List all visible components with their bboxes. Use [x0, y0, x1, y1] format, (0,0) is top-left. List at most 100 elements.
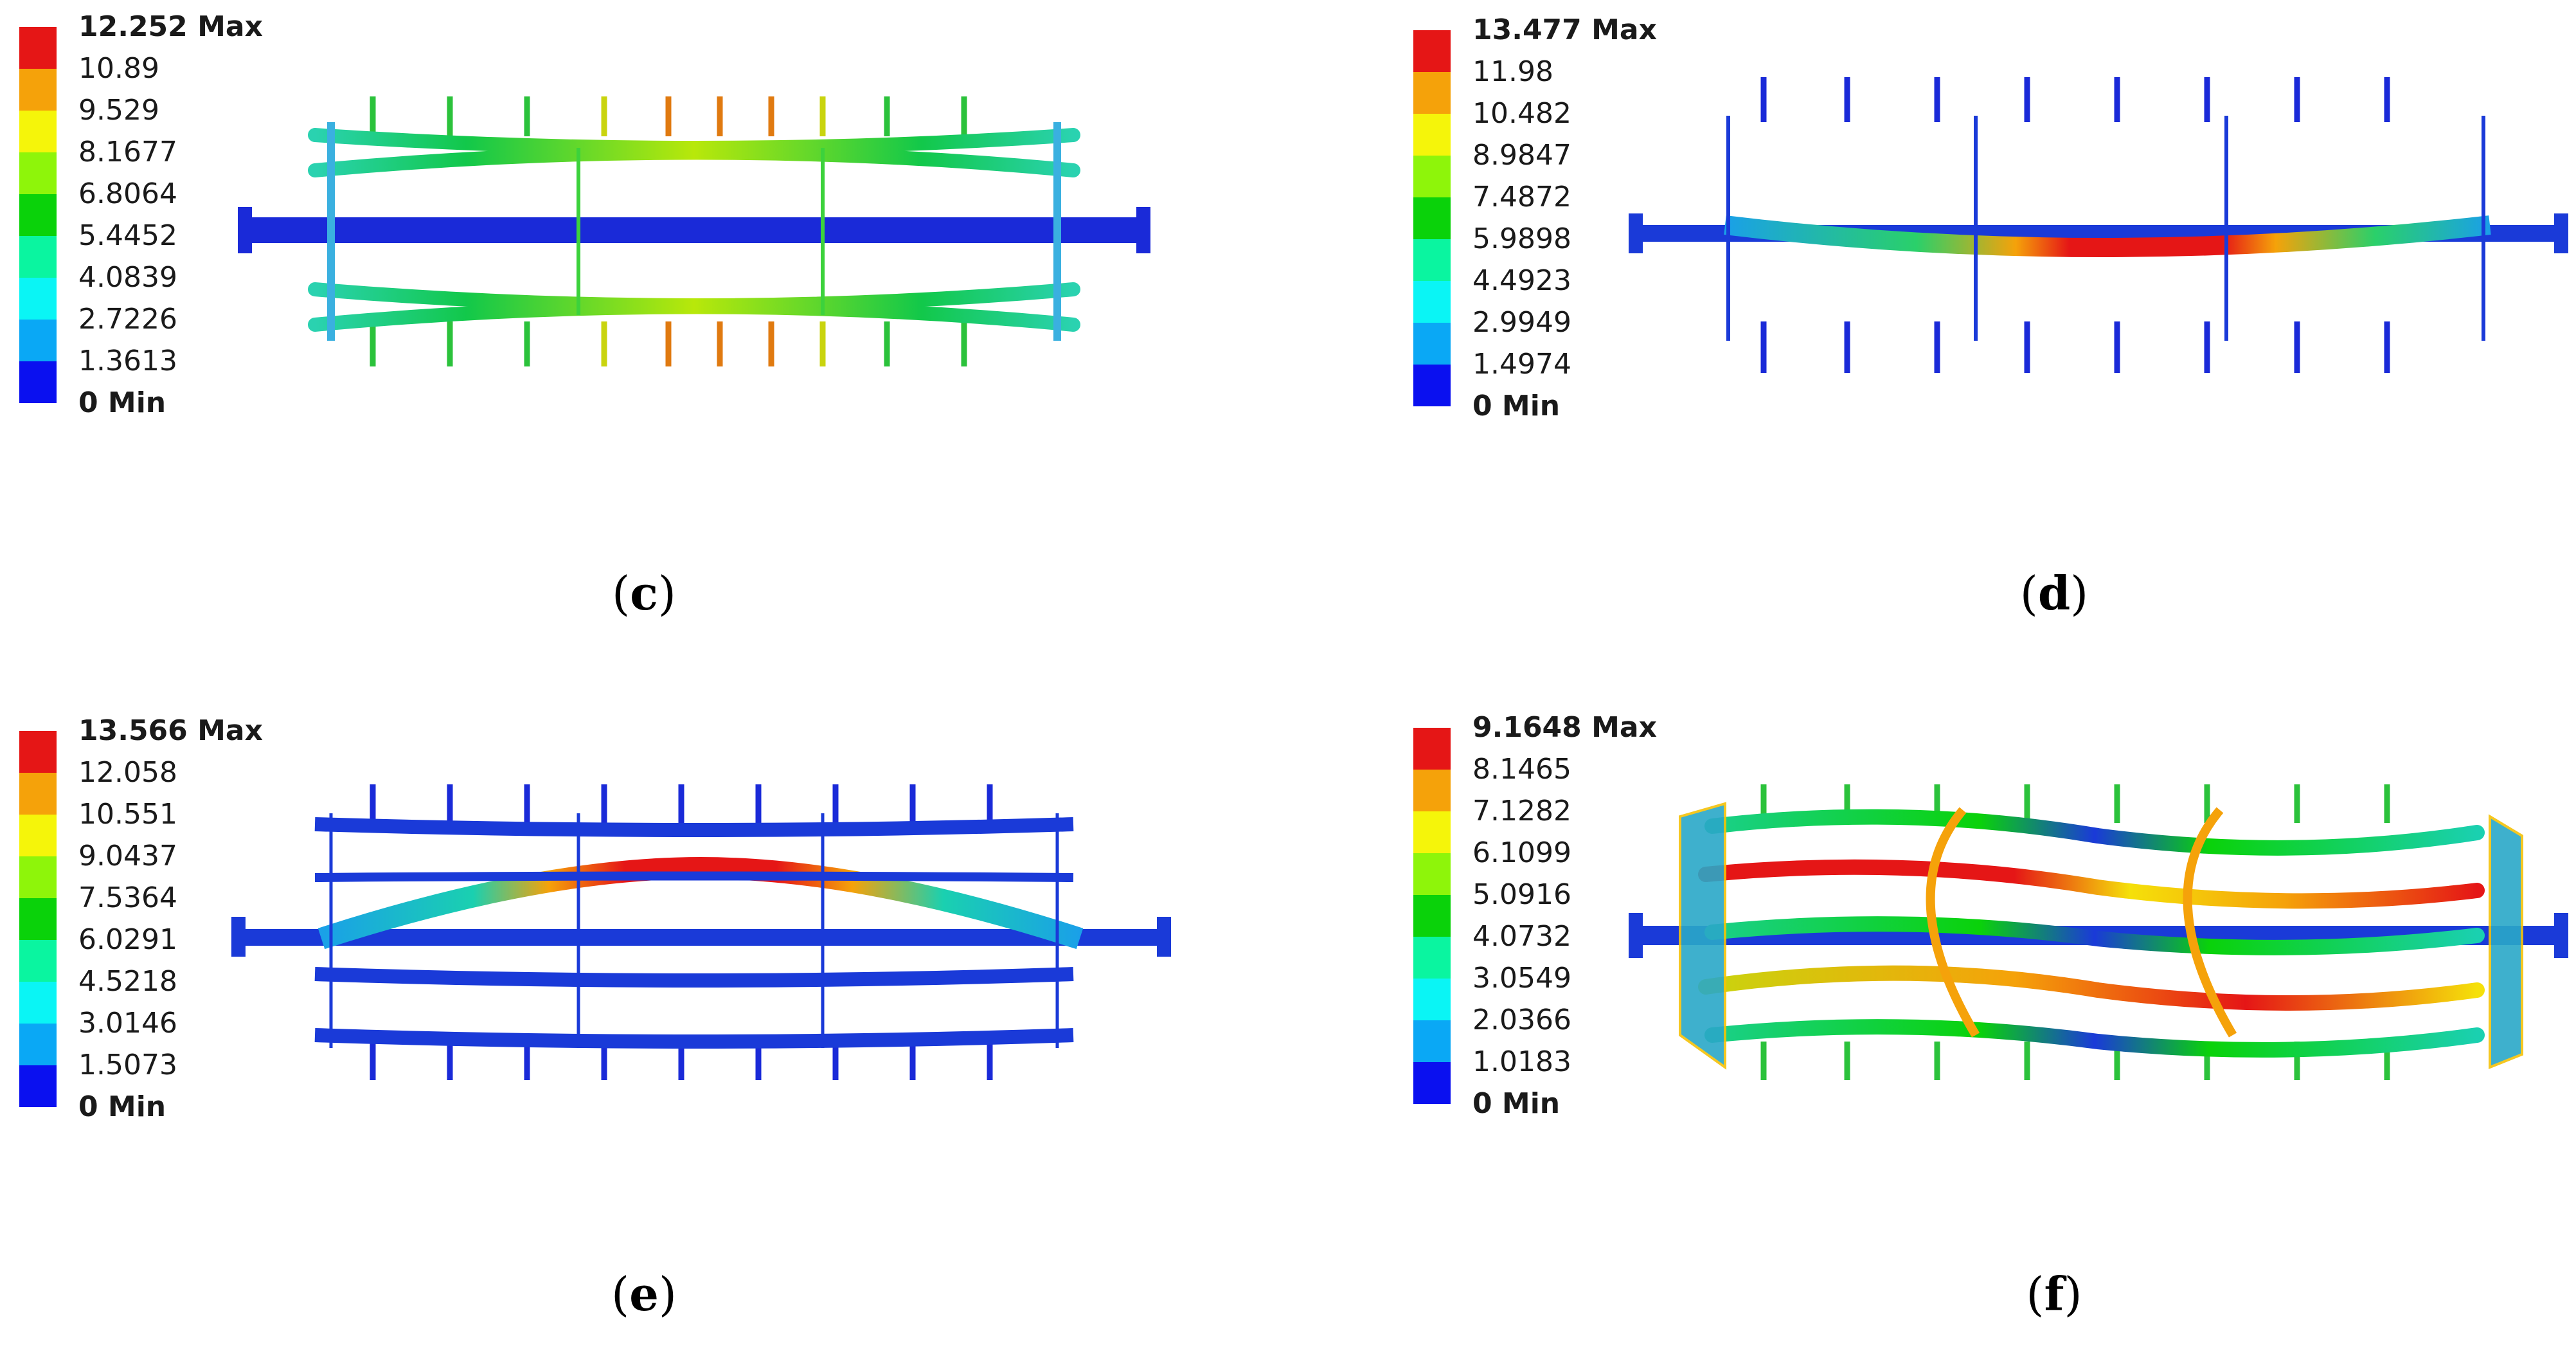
- shaft-end-left: [231, 917, 246, 957]
- legend-swatch: [19, 111, 57, 152]
- deflected-rod: [1724, 215, 2491, 257]
- legend-swatch: [19, 1065, 57, 1107]
- legend-label: 5.0916: [1472, 878, 1571, 911]
- helical-plates: [1926, 807, 2237, 1038]
- legend-label: 2.9949: [1472, 306, 1571, 339]
- legend-swatch: [19, 1024, 57, 1065]
- shaft-end-right: [2554, 213, 2568, 253]
- legend-swatch: [1413, 239, 1451, 281]
- legend-label: 2.7226: [78, 303, 177, 336]
- deflected-rod: [318, 856, 1084, 950]
- frames: [329, 813, 1059, 1048]
- mid-plates: [577, 148, 825, 315]
- panel-c: 12.252 Max 10.89 9.529 8.1677 6.8064 5.4…: [0, 0, 1288, 671]
- legend-swatch: [1413, 728, 1451, 770]
- rods: [308, 128, 1080, 332]
- legend-label: 4.4923: [1472, 264, 1571, 297]
- legend-label: 9.0437: [78, 840, 177, 872]
- shaft-end-right: [1136, 207, 1150, 253]
- legend-swatch: [19, 194, 57, 236]
- legend-swatch: [19, 773, 57, 815]
- legend-min-label: 0 Min: [1472, 390, 1561, 422]
- legend-label: 7.1282: [1472, 795, 1571, 827]
- legend-swatch: [1413, 281, 1451, 323]
- legend-max-label: 9.1648 Max: [1472, 711, 1657, 744]
- legend-swatch: [19, 278, 57, 320]
- legend-swatch: [19, 69, 57, 111]
- legend-swatch: [19, 361, 57, 403]
- legend-max-label: 13.566 Max: [78, 714, 263, 747]
- caption-e: (e): [611, 1267, 677, 1321]
- shaft-end-right: [1157, 917, 1171, 957]
- rods: [1698, 809, 2485, 1058]
- legend-swatch: [19, 815, 57, 856]
- legend-label: 7.5364: [78, 881, 177, 914]
- legend-label: 4.0732: [1472, 920, 1571, 953]
- rods-outer: [314, 817, 1074, 1049]
- deformation-model-d: [1629, 77, 2568, 373]
- legend-label: 10.482: [1472, 97, 1571, 130]
- legend-label: 8.9847: [1472, 139, 1571, 172]
- legend-label: 12.058: [78, 756, 177, 789]
- legend-swatch: [19, 940, 57, 982]
- legend-label: 1.0183: [1472, 1045, 1571, 1078]
- legend-swatch: [1413, 811, 1451, 853]
- legend-swatch: [1413, 895, 1451, 937]
- caption-c: (c): [611, 566, 677, 620]
- legend-label: 7.4872: [1472, 181, 1571, 213]
- deformation-model-f: [1629, 784, 2568, 1080]
- rods-outer: [1719, 125, 2496, 335]
- legend-swatch: [19, 236, 57, 278]
- legend-label: 4.5218: [78, 965, 177, 998]
- legend-label: 6.8064: [78, 177, 177, 210]
- frames: [1726, 116, 2485, 341]
- main-shaft: [238, 929, 1163, 946]
- legend-label: 5.4452: [78, 219, 177, 252]
- shaft-end-left: [1629, 213, 1643, 253]
- legend-min-label: 0 Min: [78, 1090, 166, 1123]
- legend-swatch: [1413, 770, 1451, 811]
- spikes-bottom: [370, 321, 967, 366]
- legend-swatch: [19, 27, 57, 69]
- legend-min-label: 0 Min: [1472, 1087, 1561, 1120]
- legend-label: 1.5073: [78, 1049, 177, 1081]
- legend-label: 9.529: [78, 94, 159, 127]
- legend-swatch: [19, 731, 57, 773]
- legend-swatch: [1413, 156, 1451, 197]
- legend-label: 1.4974: [1472, 348, 1571, 381]
- shaft-end-left: [238, 207, 252, 253]
- legend-label: 6.1099: [1472, 836, 1571, 869]
- end-discs: [1679, 802, 2523, 1070]
- shaft-end-right: [2554, 913, 2568, 958]
- panel-f: 9.1648 Max 8.1465 7.1282 6.1099 5.0916 4…: [1288, 701, 2576, 1372]
- legend-min-label: 0 Min: [78, 386, 166, 419]
- legend-swatch: [1413, 323, 1451, 365]
- legend-label: 10.551: [78, 798, 177, 831]
- legend-swatch: [1413, 853, 1451, 895]
- legend-label: 4.0839: [78, 261, 177, 294]
- legend-label: 2.0366: [1472, 1004, 1571, 1036]
- panel-e: 13.566 Max 12.058 10.551 9.0437 7.5364 6…: [0, 701, 1288, 1372]
- legend-swatch: [1413, 114, 1451, 156]
- caption-f: (f): [2026, 1267, 2082, 1321]
- panel-d: 13.477 Max 11.98 10.482 8.9847 7.4872 5.…: [1288, 0, 2576, 671]
- legend-label: 8.1465: [1472, 753, 1571, 786]
- legend-swatch: [19, 152, 57, 194]
- legend-label: 3.0549: [1472, 962, 1571, 995]
- legend-max-label: 13.477 Max: [1472, 14, 1657, 46]
- legend-swatch: [19, 320, 57, 361]
- caption-d: (d): [2019, 566, 2089, 620]
- legend-label: 5.9898: [1472, 222, 1571, 255]
- legend-swatch: [1413, 937, 1451, 979]
- legend-swatch: [1413, 197, 1451, 239]
- deformation-model-c: [238, 96, 1150, 366]
- shaft-end-left: [1629, 913, 1643, 958]
- rod-second: [314, 871, 1074, 882]
- legend-swatch: [19, 856, 57, 898]
- legend-swatch: [19, 982, 57, 1024]
- legend-label: 8.1677: [78, 136, 177, 168]
- legend-label: 1.3613: [78, 345, 177, 377]
- legend-swatch: [1413, 979, 1451, 1020]
- main-shaft: [244, 217, 1144, 243]
- legend-swatch: [1413, 365, 1451, 406]
